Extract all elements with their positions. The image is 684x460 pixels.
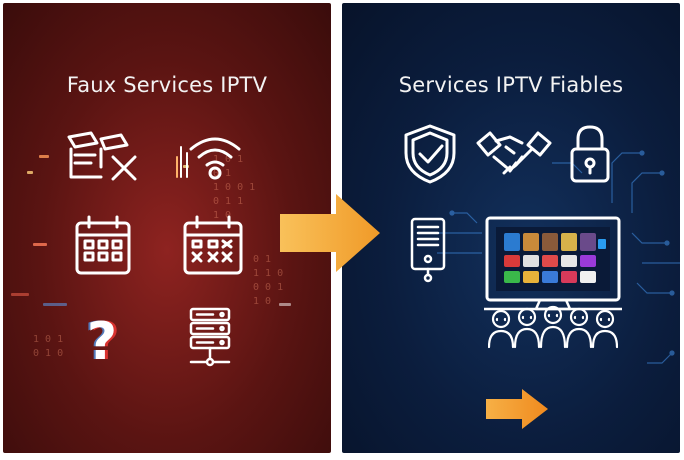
weak-wifi-icon [175, 127, 245, 183]
handshake-icon [476, 129, 552, 181]
svg-text:?: ? [90, 312, 120, 367]
glitch-line [11, 293, 29, 296]
server-icon [187, 307, 233, 369]
reliable-services-panel: Services IPTV Fiables [342, 3, 680, 453]
audience-icon [488, 305, 618, 351]
glitch-line [33, 243, 47, 246]
cancelled-calendar-icon [181, 215, 245, 277]
broken-box-icon [61, 127, 141, 185]
glitch-line [43, 303, 67, 306]
glitch-line [27, 171, 33, 174]
calendar-icon [73, 215, 133, 277]
glitch-line [279, 303, 291, 306]
smart-tv-icon [484, 215, 622, 311]
glitch-line [39, 155, 49, 158]
svg-text:?: ? [87, 312, 117, 367]
svg-text:?: ? [85, 312, 115, 367]
computer-tower-icon [408, 217, 448, 283]
shield-check-icon [402, 123, 458, 185]
small-arrow-icon [484, 387, 550, 435]
padlock-icon [568, 123, 612, 185]
transition-arrow-icon [278, 192, 382, 278]
question-mark-icon: ? ? ? [83, 311, 123, 367]
fake-services-title: Faux Services IPTV [66, 73, 268, 97]
reliable-services-title: Services IPTV Fiables [398, 73, 624, 97]
